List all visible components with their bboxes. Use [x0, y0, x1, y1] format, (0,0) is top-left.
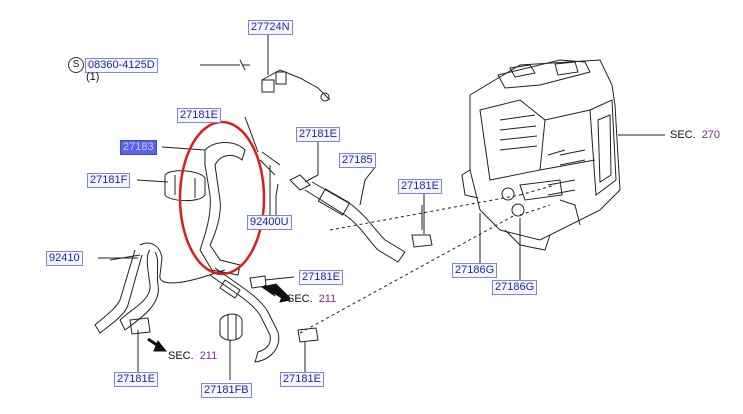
- part-label-27181e-bottom-right[interactable]: 27181E: [280, 372, 324, 387]
- leader-lines: [98, 116, 521, 380]
- section-prefix: SEC.: [670, 129, 696, 141]
- part-label-27186g-right[interactable]: 27186G: [492, 280, 538, 295]
- part-label-27186g-left[interactable]: 27186G: [452, 263, 498, 278]
- part-label-27181f[interactable]: 27181F: [87, 173, 131, 188]
- part-label-27185[interactable]: 27185: [339, 153, 376, 168]
- section-ref-270[interactable]: SEC. 270: [670, 129, 720, 142]
- dashed-leaders: [299, 184, 556, 334]
- highlight-ellipse: [178, 120, 266, 276]
- part-label-08360-4125d[interactable]: 08360-4125D: [85, 58, 158, 73]
- part-label-27181e-bottom-left[interactable]: 27181E: [114, 372, 158, 387]
- part-label-27181e-right[interactable]: 27181E: [398, 179, 442, 194]
- part-label-27181e-top[interactable]: 27181E: [177, 108, 221, 123]
- heater-unit-drawing: [461, 59, 665, 251]
- part-label-92410[interactable]: 92410: [46, 251, 83, 266]
- section-number: 211: [318, 293, 337, 305]
- part-label-27181e-sec[interactable]: 27181E: [299, 270, 343, 285]
- part-label-27181fb[interactable]: 27181FB: [201, 383, 252, 398]
- section-arrows: [147, 283, 291, 352]
- section-number: 270: [701, 129, 721, 141]
- section-prefix: SEC.: [168, 350, 194, 362]
- section-number: 211: [199, 350, 218, 362]
- part-label-27181e-mid[interactable]: 27181E: [296, 127, 340, 142]
- part-label-27183-selected[interactable]: 27183: [120, 140, 157, 155]
- part-label-27724n[interactable]: 27724N: [248, 20, 293, 35]
- s-badge-icon: S: [68, 57, 84, 73]
- part-label-92400u[interactable]: 92400U: [247, 215, 292, 230]
- section-ref-211-upper[interactable]: SEC. 211: [287, 293, 336, 306]
- quantity-note: (1): [86, 71, 100, 83]
- section-ref-211-lower[interactable]: SEC. 211: [168, 350, 217, 363]
- section-prefix: SEC.: [287, 293, 313, 305]
